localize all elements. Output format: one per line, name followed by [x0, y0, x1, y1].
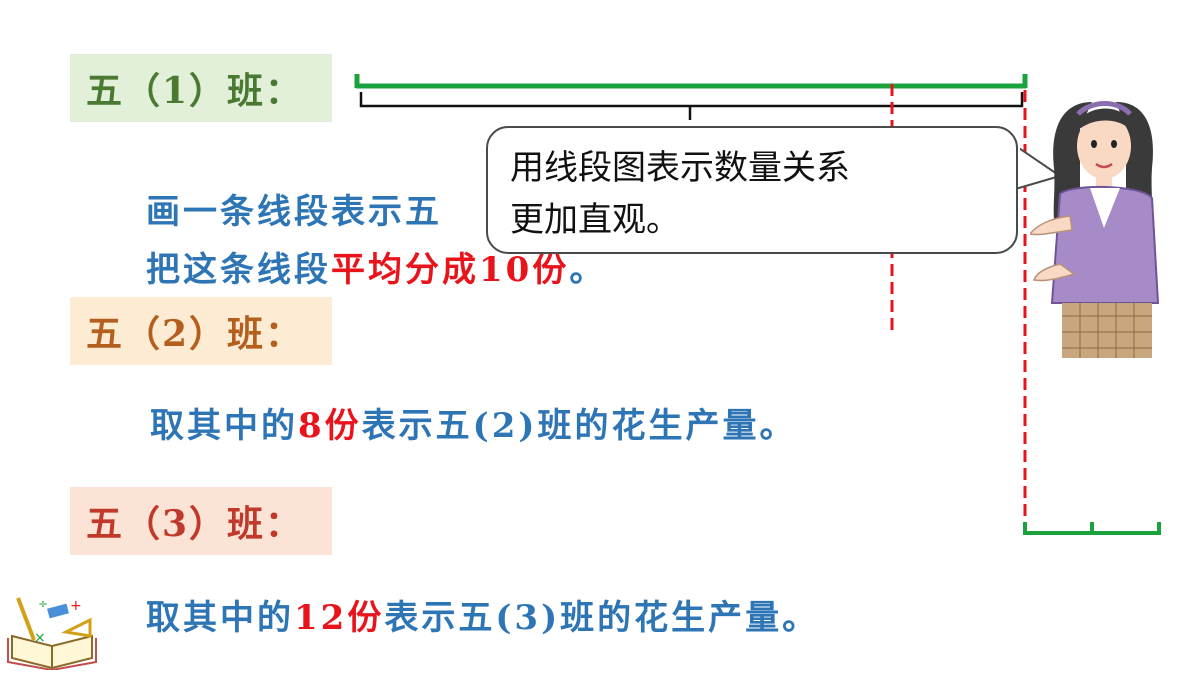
highlight-eight-parts: 8份	[298, 406, 362, 446]
instruction-line-2: 把这条线段平均分成10份。	[146, 250, 607, 290]
instruction-line-4: 取其中的12份表示五(3)班的花生产量。	[146, 598, 820, 638]
highlight-twelve-parts: 12份	[294, 598, 385, 638]
bubble-line-1: 用线段图表示数量关系	[510, 148, 850, 188]
svg-text:+: +	[70, 598, 82, 614]
class2-label-text: 五（2）班：	[86, 313, 304, 355]
speech-bubble: 用线段图表示数量关系 更加直观。	[486, 126, 1018, 254]
teacher-icon	[1030, 101, 1160, 358]
bubble-line-2: 更加直观。	[510, 200, 680, 240]
instruction-line-3: 取其中的8份表示五(2)班的花生产量。	[150, 406, 797, 446]
svg-text:×: ×	[34, 630, 46, 646]
book-stationery-icon: + ÷ ×	[7, 597, 97, 670]
class3-label: 五（3）班：	[70, 487, 332, 555]
class2-label: 五（2）班：	[70, 297, 332, 365]
instruction-line-1: 画一条线段表示五	[146, 192, 442, 232]
class3-label-text: 五（3）班：	[86, 503, 304, 545]
highlight-ten-parts: 平均分成10份	[331, 250, 570, 290]
class1-label: 五（1）班：	[70, 54, 332, 122]
segment-brace	[359, 92, 1024, 120]
svg-text:÷: ÷	[38, 597, 48, 611]
class1-label-text: 五（1）班：	[86, 70, 304, 112]
